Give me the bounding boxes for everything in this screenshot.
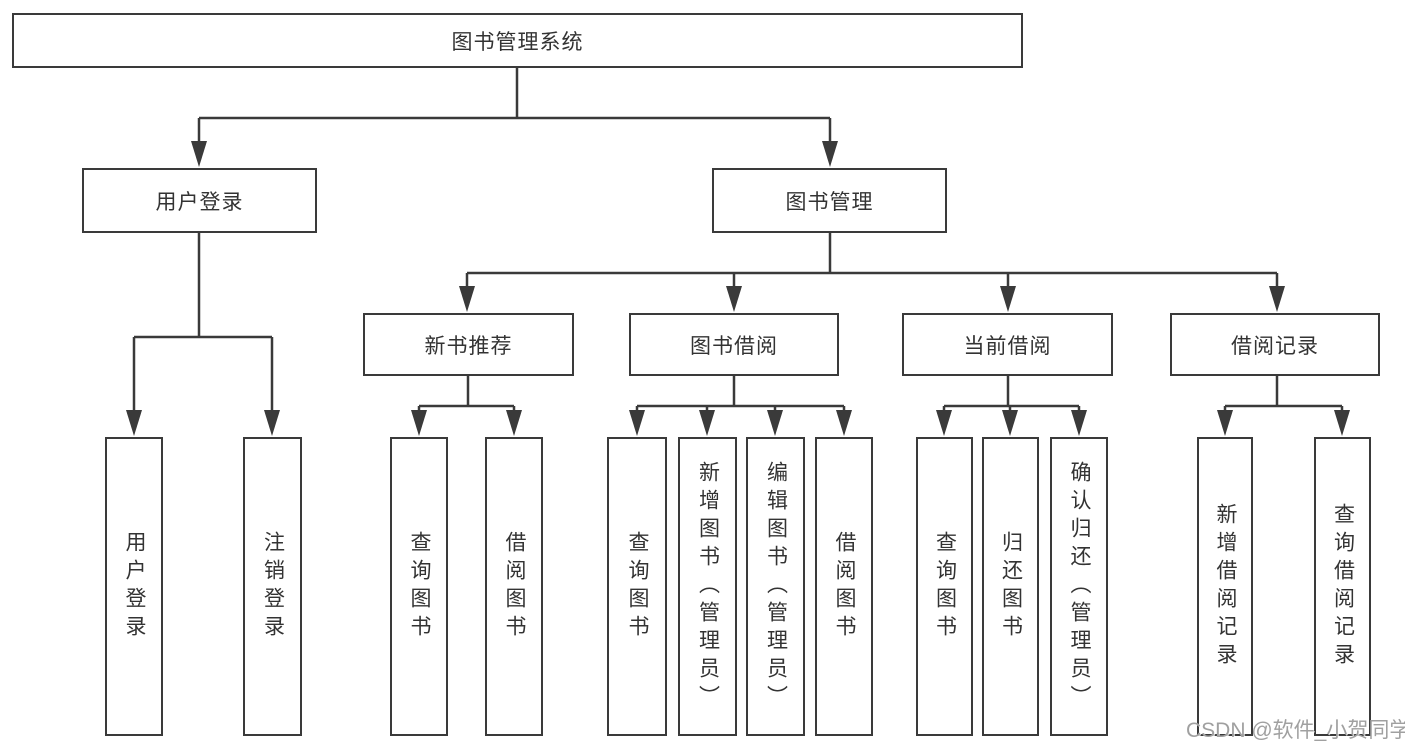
node-label: 新增借阅记录	[1214, 502, 1237, 671]
watermark: CSDN @软件_小贺同学	[1186, 719, 1405, 742]
arrow-icon	[629, 410, 645, 436]
connector-bookborrow-to-children	[635, 376, 846, 418]
node-confirm-return-admin: 确认归还（管理员）	[1050, 437, 1108, 736]
node-label: 确认归还（管理员）	[1068, 460, 1091, 713]
node-query-borrow-record: 查询借阅记录	[1314, 437, 1371, 736]
arrow-icon	[1217, 410, 1233, 436]
node-label: 编辑图书（管理员）	[764, 460, 788, 713]
node-label: 借阅记录	[1231, 334, 1319, 358]
node-return-book: 归还图书	[982, 437, 1039, 736]
arrow-icon	[1000, 286, 1016, 312]
node-query-book: 查询图书	[607, 437, 667, 736]
arrow-icon	[836, 410, 852, 436]
node-book-borrow: 图书借阅	[629, 313, 839, 376]
arrow-icon	[191, 141, 207, 167]
arrow-icon	[506, 410, 522, 436]
arrowheads	[126, 141, 1350, 436]
node-user-login: 用户登录	[82, 168, 317, 233]
arrow-icon	[936, 410, 952, 436]
connector-newbook-to-children	[417, 376, 516, 418]
arrow-icon	[726, 286, 742, 312]
node-label: 借阅图书	[503, 530, 526, 643]
connector-root-to-level2	[197, 68, 832, 150]
arrow-icon	[411, 410, 427, 436]
node-borrow-book: 借阅图书	[815, 437, 873, 736]
node-label: 当前借阅	[963, 334, 1052, 358]
node-label: 用户登录	[155, 190, 244, 214]
arrow-icon	[1002, 410, 1018, 436]
node-book-management: 图书管理	[712, 168, 947, 233]
arrow-icon	[1334, 410, 1350, 436]
node-query-book: 查询图书	[916, 437, 973, 736]
arrow-icon	[1269, 286, 1285, 312]
node-borrow-records: 借阅记录	[1170, 313, 1380, 376]
node-label: 用户登录	[123, 530, 146, 643]
connector-userlogin-to-children	[132, 233, 274, 418]
node-label: 图书管理系统	[451, 30, 584, 54]
node-current-borrow: 当前借阅	[902, 313, 1113, 376]
node-label: 归还图书	[999, 530, 1023, 643]
node-edit-book-admin: 编辑图书（管理员）	[746, 437, 805, 736]
node-label: 借阅图书	[833, 530, 856, 643]
arrow-icon	[264, 410, 280, 436]
node-query-book: 查询图书	[390, 437, 448, 736]
node-label: 新增图书（管理员）	[696, 460, 720, 713]
arrow-icon	[767, 410, 783, 436]
node-label: 查询图书	[408, 530, 431, 643]
node-root-system: 图书管理系统	[12, 13, 1023, 68]
node-logout-leaf: 注销登录	[243, 437, 302, 736]
node-label: 查询图书	[933, 530, 957, 643]
node-user-login-leaf: 用户登录	[105, 437, 163, 736]
node-borrow-book: 借阅图书	[485, 437, 543, 736]
node-label: 查询图书	[626, 530, 649, 643]
node-label: 注销登录	[261, 530, 285, 643]
arrow-icon	[822, 141, 838, 167]
node-label: 图书借阅	[690, 334, 778, 358]
connector-bookmgmt-to-level3	[465, 233, 1279, 294]
node-label: 查询借阅记录	[1331, 502, 1355, 671]
arrow-icon	[126, 410, 142, 436]
arrow-icon	[459, 286, 475, 312]
arrow-icon	[1071, 410, 1087, 436]
connector-borrowrecord-to-children	[1223, 376, 1344, 418]
node-label: 新书推荐	[424, 334, 513, 358]
node-label: 图书管理	[785, 190, 874, 214]
node-add-book-admin: 新增图书（管理员）	[678, 437, 737, 736]
node-new-book-recommend: 新书推荐	[363, 313, 574, 376]
arrow-icon	[699, 410, 715, 436]
node-add-borrow-record: 新增借阅记录	[1197, 437, 1253, 736]
